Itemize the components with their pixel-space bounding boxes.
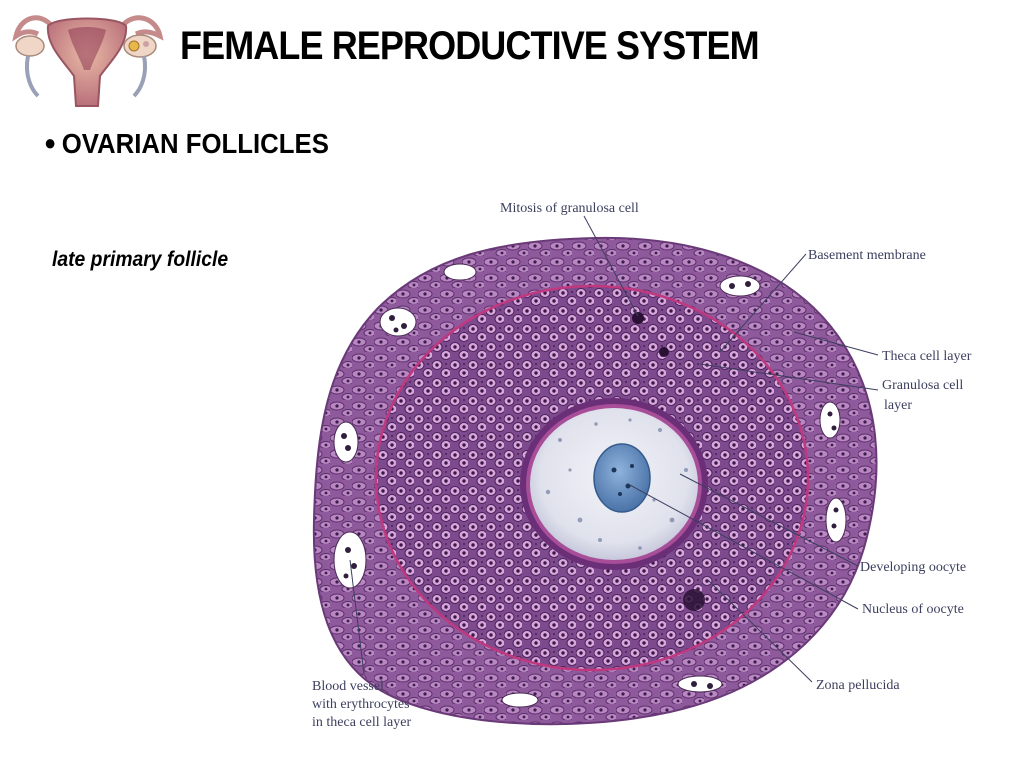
section-heading: ●OVARIAN FOLLICLES — [44, 128, 329, 160]
figure-caption: late primary follicle — [52, 248, 229, 271]
blood-vessels — [333, 263, 847, 708]
label-mitosis: Mitosis of granulosa cell — [500, 201, 639, 216]
label-nucleus-of-oocyte: Nucleus of oocyte — [862, 602, 964, 617]
label-zona-pellucida: Zona pellucida — [816, 678, 900, 693]
bullet-icon: ● — [44, 130, 57, 155]
uterus-illustration-icon — [12, 15, 164, 107]
label-granulosa-line1: Granulosa cell — [882, 378, 963, 393]
label-blood-vessel-line1: Blood vessel — [312, 679, 384, 694]
label-blood-vessel-line2: with erythrocytes — [312, 697, 410, 712]
label-granulosa-line2: layer — [884, 398, 912, 413]
label-basement-membrane: Basement membrane — [808, 248, 926, 263]
section-heading-text: OVARIAN FOLLICLES — [61, 128, 329, 159]
mitotic-figure — [632, 312, 644, 324]
label-blood-vessel-line3: in theca cell layer — [312, 715, 411, 730]
page-title: FEMALE REPRODUCTIVE SYSTEM — [180, 24, 760, 68]
label-theca-cell-layer: Theca cell layer — [882, 349, 972, 364]
oocyte-nucleus — [593, 443, 651, 513]
label-developing-oocyte: Developing oocyte — [860, 560, 966, 575]
